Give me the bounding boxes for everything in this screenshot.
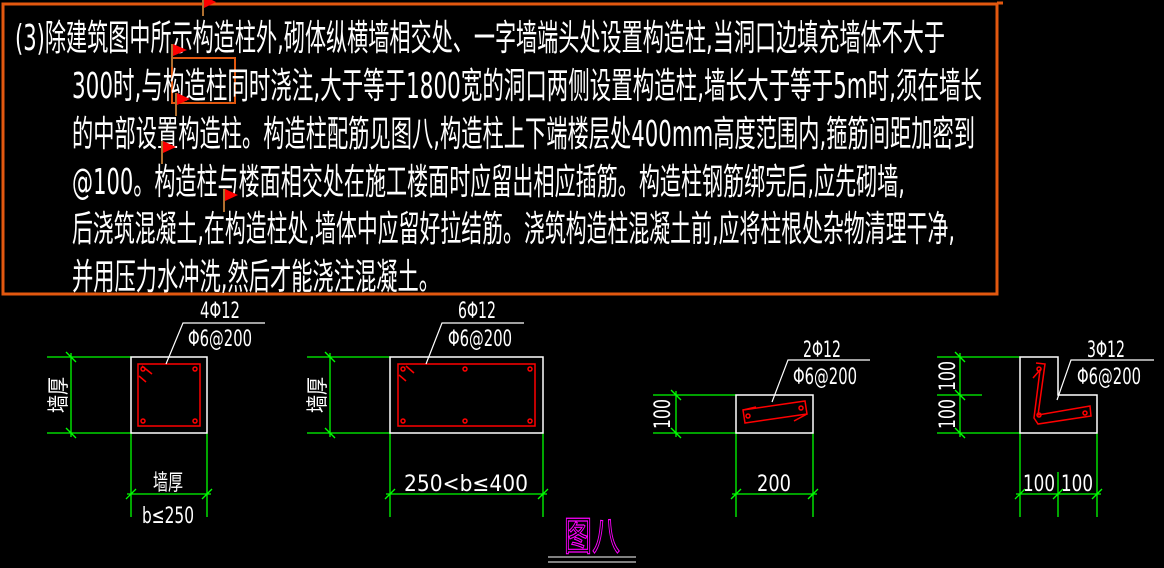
flag-icon[interactable] xyxy=(161,141,176,164)
note-line-6: 并用压力水冲洗,然后才能浇注混凝土。 xyxy=(72,257,440,298)
main-bar-label: 4Φ12 xyxy=(200,299,240,324)
side-dimension: 墙厚 xyxy=(306,377,331,413)
flag-icon[interactable] xyxy=(171,44,187,67)
side-dimension-lower: 100 xyxy=(936,399,961,429)
stirrup-label: Φ6@200 xyxy=(793,365,857,390)
highlight-box xyxy=(171,57,236,104)
side-dimension: 100 xyxy=(651,399,676,429)
note-line-2: 300时,与构造柱同时浇注,大于等于1800宽的洞口两侧设置构造柱,墙长大于等于… xyxy=(72,66,982,107)
figure-title: 图八 xyxy=(564,514,620,560)
stirrup-label: Φ6@200 xyxy=(1077,365,1141,390)
note-line-1: (3)除建筑图中所示构造柱外,砌体纵横墙相交处、一字墙端头处设置构造柱,当洞口边… xyxy=(15,18,945,59)
column-detail-1[interactable]: 4Φ12 Φ6@200 墙厚 墙厚 b≤250 xyxy=(47,299,265,529)
note-selection-frame xyxy=(1,1,1003,296)
bottom-dimension-bottom: b≤250 xyxy=(142,504,194,529)
bottom-dimension-left: 100 xyxy=(1023,472,1055,497)
main-bar-label: 6Φ12 xyxy=(458,299,496,324)
bottom-dimension-right: 100 xyxy=(1061,472,1093,497)
main-bar-label: 2Φ12 xyxy=(803,338,841,363)
bottom-dimension: 250<b≤400 xyxy=(404,472,528,497)
note-line-4: @100。构造柱与楼面相交处在施工楼面时应留出相应插筋。构造柱钢筋绑完后,应先砌… xyxy=(72,162,905,203)
flag-icon[interactable] xyxy=(223,189,238,212)
side-dimension-upper: 100 xyxy=(936,361,961,391)
flag-markers xyxy=(161,0,238,212)
side-dimension: 墙厚 xyxy=(47,377,72,413)
column-detail-4[interactable]: 3Φ12 Φ6@200 100 100 100 100 xyxy=(936,338,1154,517)
note-line-3: 的中部设置构造柱。构造柱配筋见图八,构造柱上下端楼层处400mm高度范围内,箍筋… xyxy=(72,114,975,155)
construction-notes[interactable]: (3)除建筑图中所示构造柱外,砌体纵横墙相交处、一字墙端头处设置构造柱,当洞口边… xyxy=(15,18,982,298)
note-line-5: 后浇筑混凝土,在构造柱处,墙体中应留好拉结筋。浇筑构造柱混凝土前,应将柱根处杂物… xyxy=(72,209,955,250)
flag-icon[interactable] xyxy=(202,0,216,16)
column-detail-3[interactable]: 2Φ12 Φ6@200 100 200 xyxy=(651,338,870,517)
stirrup-label: Φ6@200 xyxy=(188,327,252,352)
stirrup-label: Φ6@200 xyxy=(448,327,512,352)
figure-title-group: 图八 xyxy=(548,513,636,563)
main-bar-label: 3Φ12 xyxy=(1087,338,1125,363)
flag-icon[interactable] xyxy=(175,93,190,116)
bottom-dimension: 200 xyxy=(757,472,791,497)
bottom-dimension-top: 墙厚 xyxy=(153,471,183,496)
column-detail-2[interactable]: 6Φ12 Φ6@200 墙厚 250<b≤400 xyxy=(306,299,549,517)
